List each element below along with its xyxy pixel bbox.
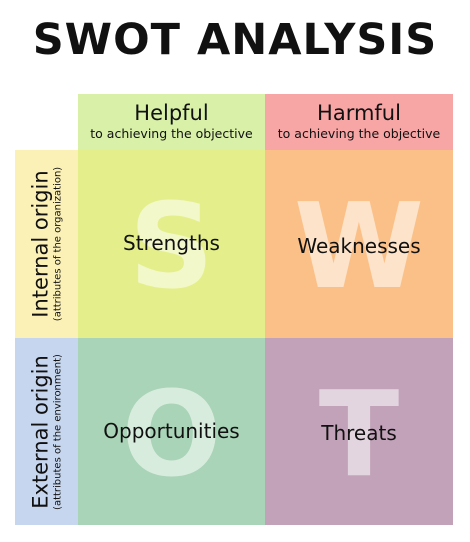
quadrant-letter: T xyxy=(318,364,400,503)
quadrant-letter: O xyxy=(121,364,222,503)
column-header-label: Helpful xyxy=(134,101,209,125)
quadrant-label: Opportunities xyxy=(103,419,240,443)
page-title: SWOT ANALYSIS xyxy=(32,15,438,65)
row-header-external-origin: External origin (attributes of the envir… xyxy=(15,338,78,525)
column-header-label: Harmful xyxy=(317,101,401,125)
quadrant-letter: S xyxy=(129,177,214,315)
row-header-internal-origin: Internal origin (attributes of the organ… xyxy=(15,150,78,338)
column-header-helpful: Helpful to achieving the objective xyxy=(78,94,265,150)
quadrant-label: Threats xyxy=(321,421,397,445)
row-header-label: External origin xyxy=(28,354,52,509)
column-header-sublabel: to achieving the objective xyxy=(277,126,441,141)
row-header-sublabel: (attributes of the environment) xyxy=(52,353,63,510)
quadrant-label: Weaknesses xyxy=(297,234,421,258)
row-header-label: Internal origin xyxy=(28,170,52,318)
quadrant-label: Strengths xyxy=(123,231,220,255)
column-header-sublabel: to achieving the objective xyxy=(90,126,253,141)
quadrant-letter: W xyxy=(293,177,425,315)
column-header-harmful: Harmful to achieving the objective xyxy=(265,94,453,150)
quadrant-opportunities: O Opportunities xyxy=(78,338,265,525)
quadrant-weaknesses: W Weaknesses xyxy=(265,150,453,338)
quadrant-strengths: S Strengths xyxy=(78,150,265,338)
row-header-sublabel: (attributes of the organization) xyxy=(52,166,63,322)
quadrant-threats: T Threats xyxy=(265,338,453,525)
